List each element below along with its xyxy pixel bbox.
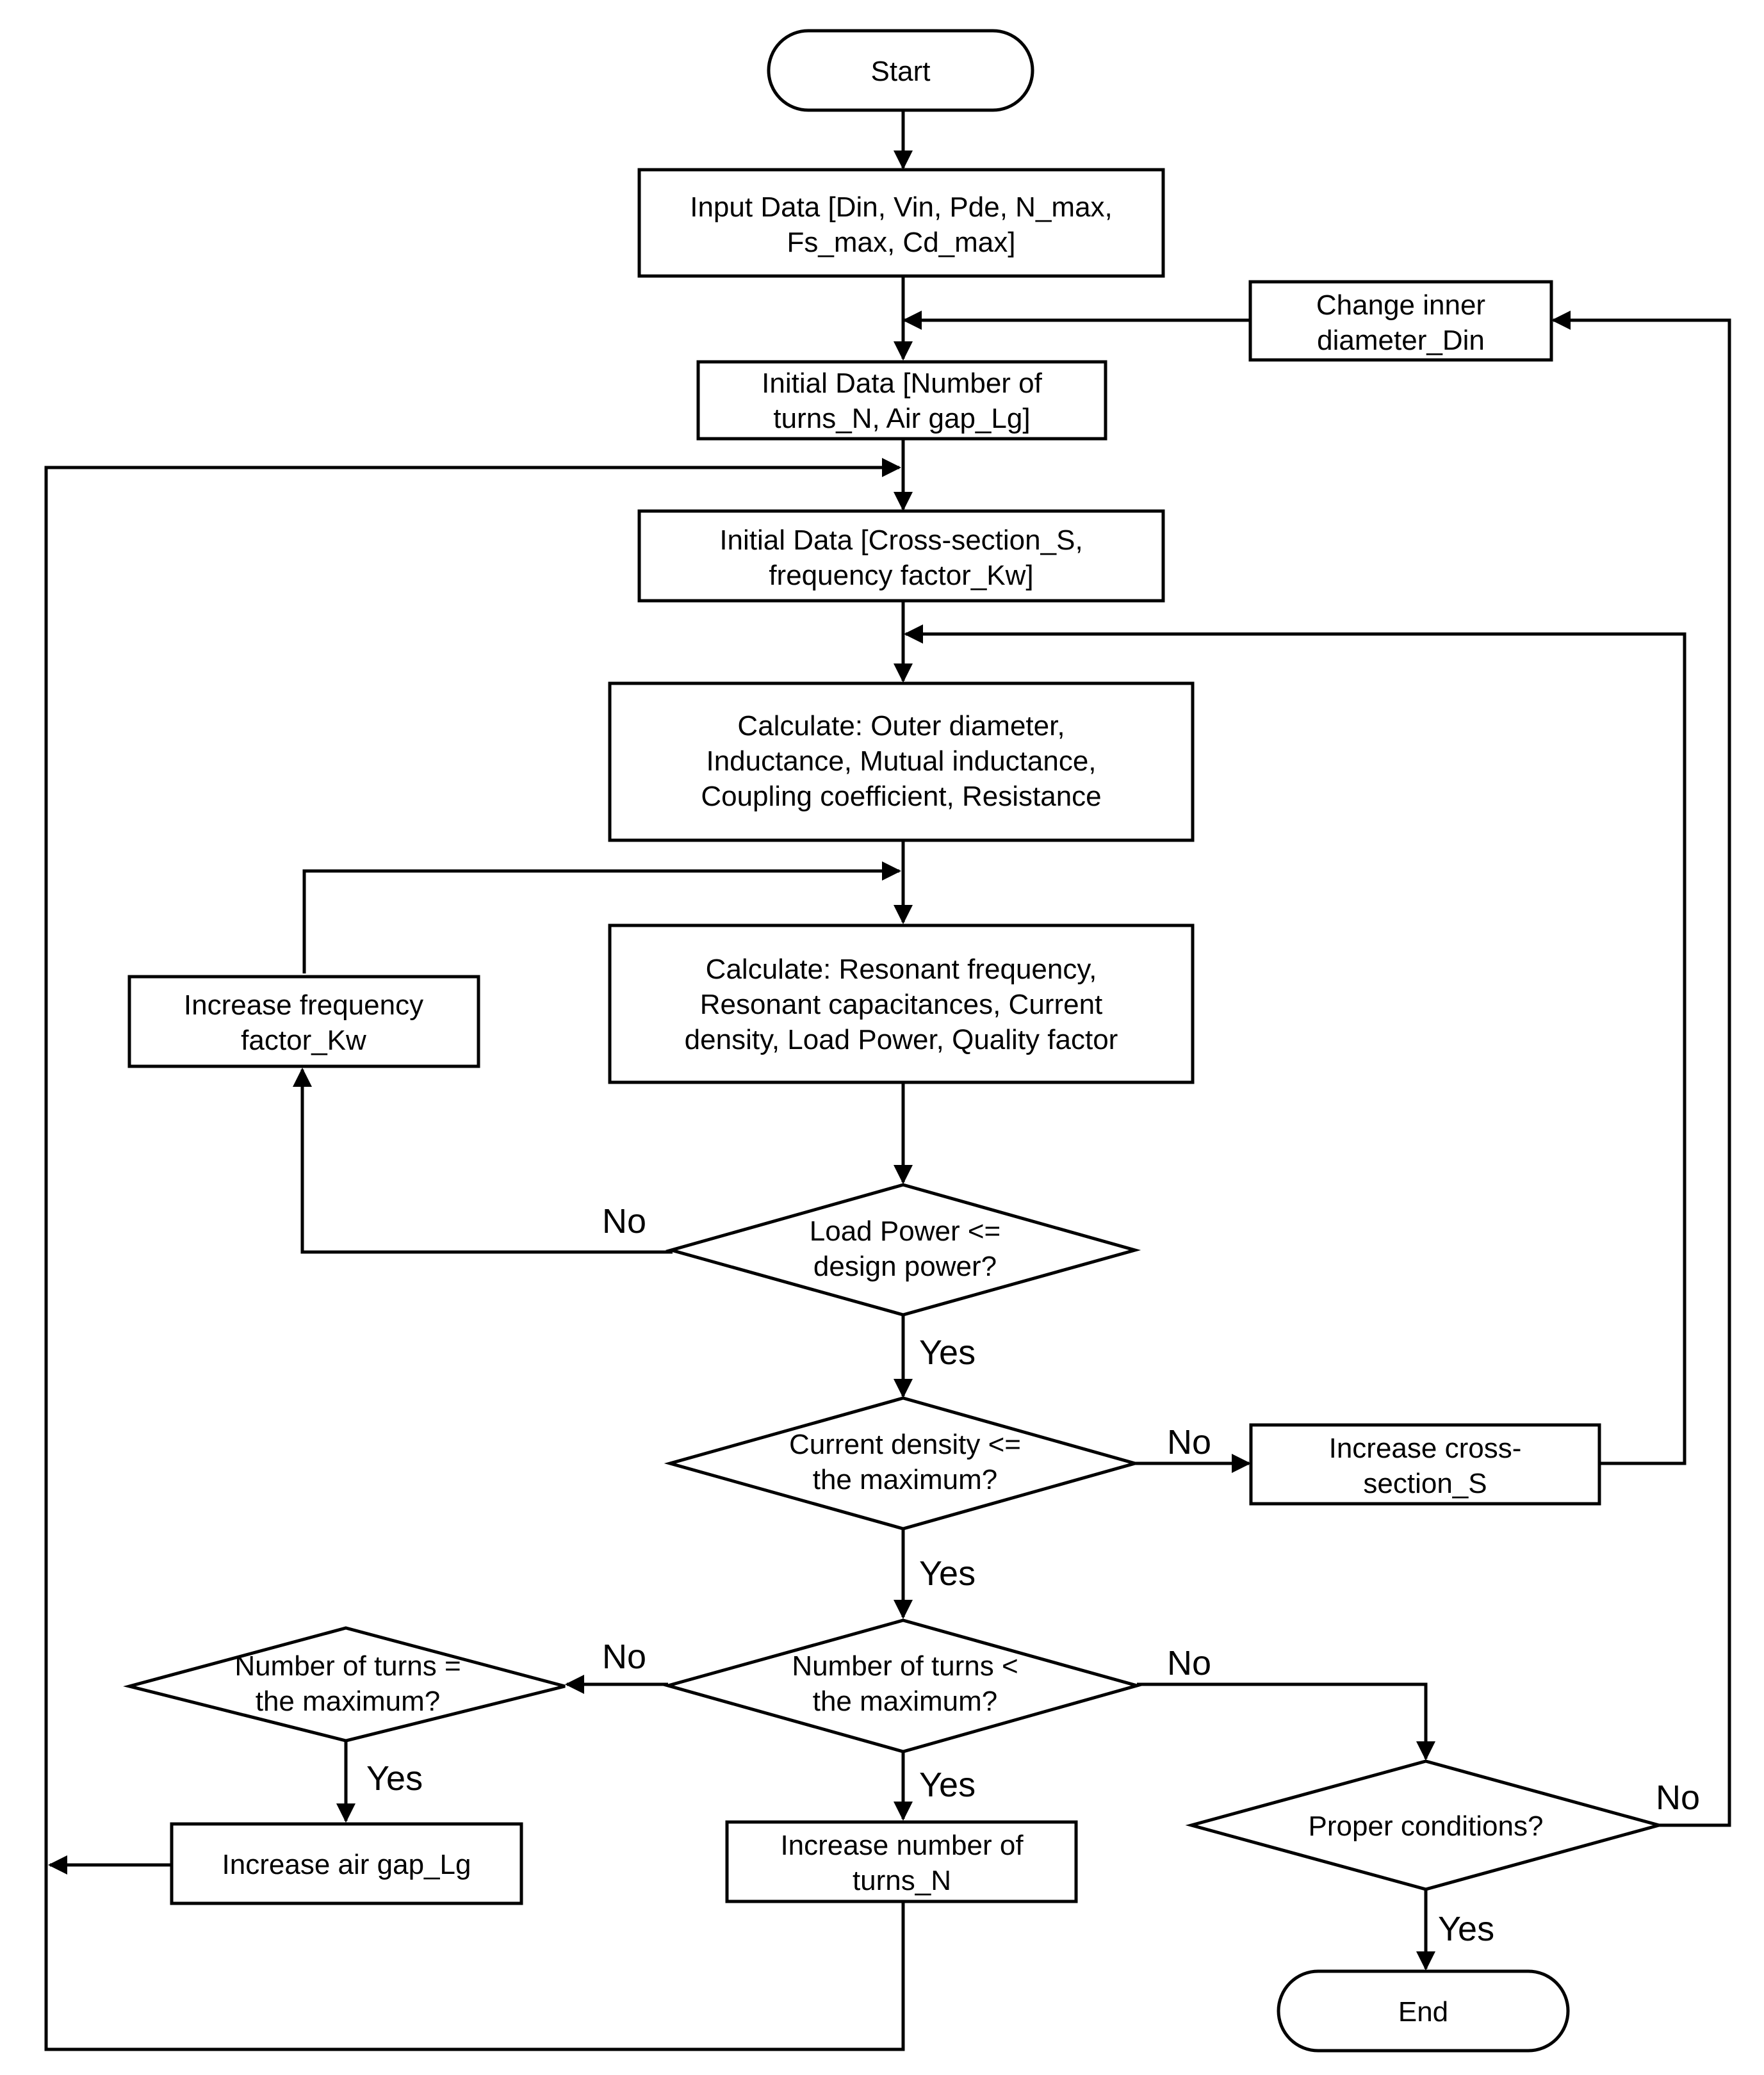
dec-current-line2: the maximum? xyxy=(813,1464,998,1495)
start-terminal: Start xyxy=(767,29,1034,112)
edge-power-no xyxy=(293,1068,673,1254)
increase-number-of-turns-box: Increase number of turns_N xyxy=(725,1820,1078,1903)
decision-turns-equal-max: Number of turns = the maximum? xyxy=(123,1626,566,1743)
calc1-line1: Calculate: Outer diameter, xyxy=(737,710,1065,742)
label-current-yes: Yes xyxy=(919,1554,976,1593)
edge-proper-no xyxy=(1551,311,1731,1827)
connectors xyxy=(44,110,1731,2051)
inc-kw-line1: Increase frequency xyxy=(184,989,423,1021)
increase-cross-section-box: Increase cross- section_S xyxy=(1249,1423,1601,1506)
calc1-line3: Coupling coefficient, Resistance xyxy=(701,781,1101,812)
edge-labels: No Yes No Yes No No Yes Yes No Yes xyxy=(366,1202,1700,1948)
calculate-resonance-box: Calculate: Resonant frequency, Resonant … xyxy=(608,924,1195,1084)
init-n-lg-line1: Initial Data [Number of xyxy=(762,368,1043,399)
dec-turns-less-line2: the maximum? xyxy=(813,1686,998,1717)
end-label: End xyxy=(1398,1996,1448,2028)
start-label: Start xyxy=(871,56,931,87)
initial-data-turns-airgap-box: Initial Data [Number of turns_N, Air gap… xyxy=(696,360,1107,441)
init-s-kw-line2: frequency factor_Kw] xyxy=(769,560,1033,591)
inc-lg-label: Increase air gap_Lg xyxy=(222,1849,471,1880)
input-data-line2: Fs_max, Cd_max] xyxy=(787,227,1016,258)
edge-turns-less-no-right xyxy=(1137,1682,1435,1761)
label-turns-less-no-left: No xyxy=(602,1638,646,1676)
label-current-no: No xyxy=(1167,1423,1211,1461)
inc-s-line2: section_S xyxy=(1363,1468,1487,1499)
dec-power-line1: Load Power <= xyxy=(810,1216,1000,1247)
edge-inc-s-loop xyxy=(904,624,1686,1465)
change-inner-diameter-box: Change inner diameter_Din xyxy=(1248,280,1553,362)
initial-data-cross-section-box: Initial Data [Cross-section_S, frequency… xyxy=(637,509,1165,603)
label-power-yes: Yes xyxy=(919,1333,976,1372)
dec-turns-less-line1: Number of turns < xyxy=(792,1650,1018,1682)
decision-turns-less-than-max: Number of turns < the maximum? xyxy=(662,1618,1143,1754)
init-s-kw-line1: Initial Data [Cross-section_S, xyxy=(719,525,1082,556)
input-data-box: Input Data [Din, Vin, Pde, N_max, Fs_max… xyxy=(637,168,1165,278)
decision-load-power: Load Power <= design power? xyxy=(665,1183,1141,1317)
increase-frequency-factor-box: Increase frequency factor_Kw xyxy=(127,975,480,1068)
dec-proper-label: Proper conditions? xyxy=(1309,1811,1544,1842)
end-terminal: End xyxy=(1277,1969,1570,2053)
dec-turns-eq-line2: the maximum? xyxy=(256,1686,441,1717)
decision-current-density: Current density <= the maximum? xyxy=(664,1396,1141,1531)
init-n-lg-line2: turns_N, Air gap_Lg] xyxy=(773,403,1030,434)
decision-proper-conditions: Proper conditions? xyxy=(1185,1759,1665,1891)
edge-inc-kw-loop xyxy=(302,861,901,973)
label-proper-no: No xyxy=(1656,1778,1700,1817)
label-turns-eq-yes: Yes xyxy=(366,1759,423,1798)
calc2-line1: Calculate: Resonant frequency, xyxy=(706,954,1097,985)
inc-s-line1: Increase cross- xyxy=(1329,1433,1522,1464)
inc-kw-line2: factor_Kw xyxy=(241,1025,366,1056)
change-din-line1: Change inner xyxy=(1316,289,1485,321)
dec-current-line1: Current density <= xyxy=(789,1429,1021,1460)
input-data-line1: Input Data [Din, Vin, Pde, N_max, xyxy=(690,191,1113,223)
label-turns-less-no-right: No xyxy=(1167,1644,1211,1682)
inc-n-line1: Increase number of xyxy=(780,1830,1024,1861)
label-turns-less-yes: Yes xyxy=(919,1766,976,1804)
edge-inc-n-loop xyxy=(44,458,905,2051)
calc2-line2: Resonant capacitances, Current xyxy=(700,989,1103,1020)
label-proper-yes: Yes xyxy=(1438,1910,1494,1948)
dec-power-line2: design power? xyxy=(813,1251,997,1282)
change-din-line2: diameter_Din xyxy=(1317,325,1485,356)
label-power-no: No xyxy=(602,1202,646,1241)
dec-turns-eq-line1: Number of turns = xyxy=(234,1650,461,1682)
inc-n-line2: turns_N xyxy=(853,1865,951,1896)
increase-air-gap-box: Increase air gap_Lg xyxy=(170,1822,523,1905)
calculate-geometry-box: Calculate: Outer diameter, Inductance, M… xyxy=(608,681,1195,842)
calc2-line3: density, Load Power, Quality factor xyxy=(685,1024,1118,1055)
calc1-line2: Inductance, Mutual inductance, xyxy=(706,745,1096,777)
